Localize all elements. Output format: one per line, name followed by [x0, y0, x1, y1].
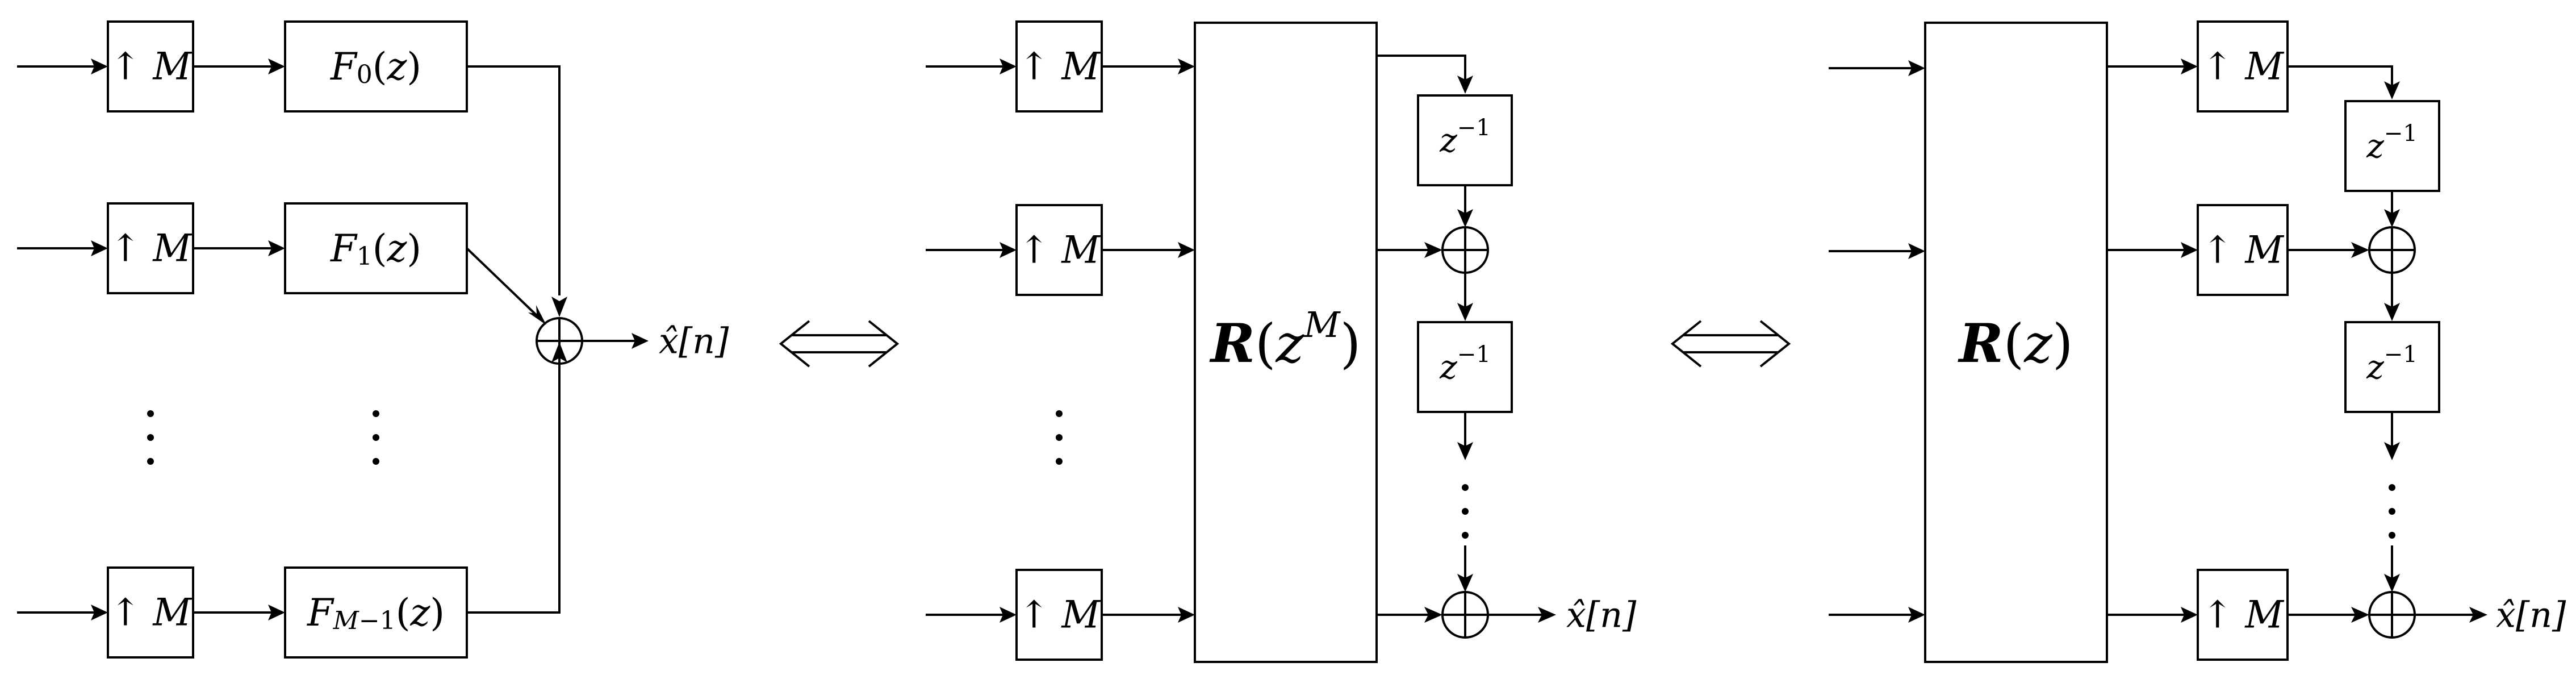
equivalence-arrow-1: [779, 320, 900, 368]
p2-upsampler-2: [1015, 569, 1103, 661]
output-label-2: x̂[n]: [1566, 594, 1637, 636]
p2-sum-junction-1: [1441, 591, 1489, 639]
p3-delay-1-label: z−1: [2366, 341, 2418, 386]
upsampler-1-label: ↑ M: [110, 227, 192, 270]
sum-junction-1: [536, 317, 583, 365]
polyphase-matrix-z: [1924, 22, 2108, 663]
filter-f0-label: F0(z): [330, 45, 421, 89]
panel-3-efficient-synthesis: R(z) ↑ M ↑ M ↑ M z−1 z−1: [1829, 20, 2566, 663]
p3-upsampler-2-label: ↑ M: [2202, 593, 2284, 637]
filter-f1: [284, 202, 468, 294]
filter-fm1-label: FM−1(z): [307, 591, 445, 635]
p3-upsampler-1: [2197, 204, 2289, 296]
panel-2-polyphase-synthesis: ↑ M ↑ M ↑ M R(zM) z−1: [926, 20, 1637, 663]
p2-upsampler-0: [1015, 20, 1103, 113]
p3-vertical-dots: [2389, 484, 2395, 539]
p3-upsampler-0: [2197, 20, 2289, 113]
upsampler-2-label: ↑ M: [110, 591, 192, 635]
p3-sum-junction-1: [2368, 591, 2416, 639]
p3-upsampler-0-label: ↑ M: [2202, 45, 2284, 89]
p2-upsampler-0-label: ↑ M: [1018, 45, 1101, 89]
output-label-1: x̂[n]: [659, 320, 729, 362]
upsampler-1: [107, 202, 194, 294]
ellipsis-dots: [147, 410, 379, 465]
filter-fm1: [284, 566, 468, 659]
upsampler-0-label: ↑ M: [110, 45, 192, 89]
p3-upsampler-1-label: ↑ M: [2202, 228, 2284, 272]
p2-delay-0: [1417, 94, 1513, 186]
p2-upsampler-2-label: ↑ M: [1018, 593, 1101, 637]
upsampler-2: [107, 566, 194, 659]
p2-upsampler-1-label: ↑ M: [1018, 228, 1101, 272]
p2-delay-0-label: z−1: [1439, 115, 1491, 160]
upsampler-0: [107, 20, 194, 113]
filter-f1-label: F1(z): [330, 227, 421, 271]
matrix-label-zm: R(zM): [1209, 304, 1361, 376]
output-label-3: x̂[n]: [2496, 594, 2566, 636]
p3-delay-1: [2344, 321, 2440, 413]
filter-f0: [284, 20, 468, 113]
p2-sum-junction-0: [1441, 226, 1489, 274]
p2-delay-1: [1417, 321, 1513, 413]
p3-sum-junction-0: [2368, 226, 2416, 274]
p2-upsampler-1: [1015, 204, 1103, 296]
panel-1-filter-bank: ↑ M ↑ M ↑ M F0(z) F1(z) FM−1(z): [17, 20, 729, 659]
equivalence-arrow-2: [1670, 320, 1791, 368]
p2-ellipsis-dots: [1056, 410, 1063, 465]
polyphase-matrix-zm: [1194, 22, 1378, 663]
p3-upsampler-2: [2197, 569, 2289, 661]
p3-delay-0-label: z−1: [2366, 120, 2418, 165]
matrix-label-z: R(z): [1957, 312, 2073, 375]
p2-delay-1-label: z−1: [1439, 341, 1491, 386]
p2-vertical-dots: [1462, 484, 1469, 539]
